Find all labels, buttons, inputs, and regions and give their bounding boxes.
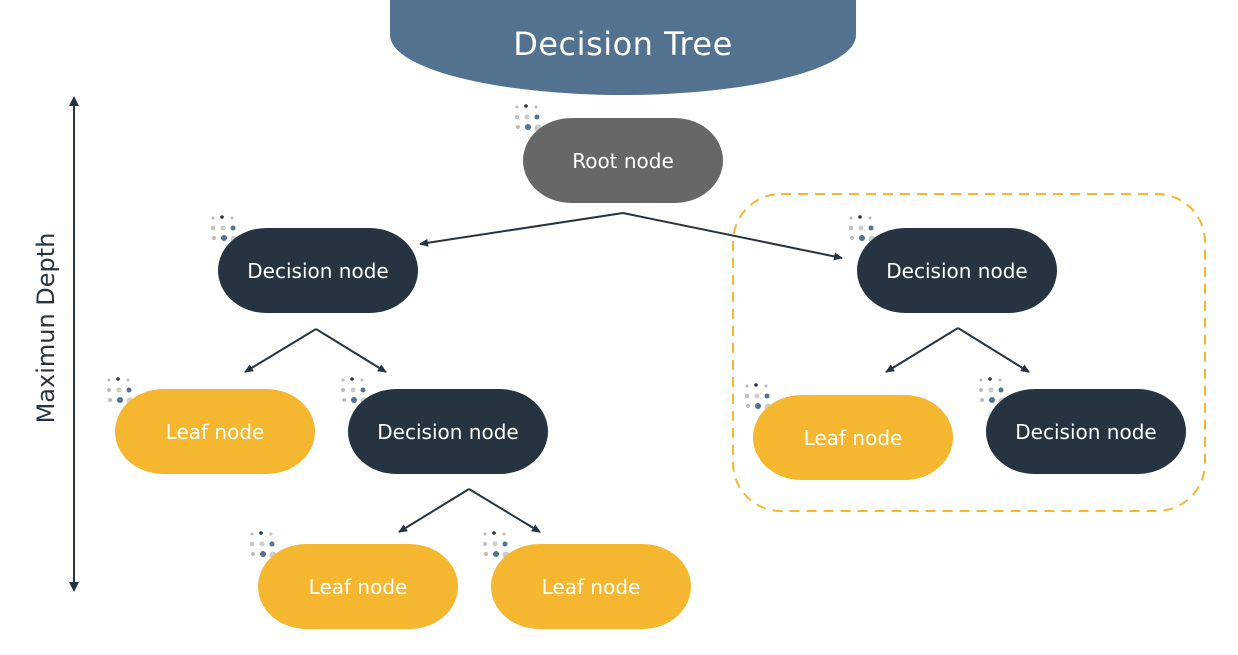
edge-root-to-decision-left bbox=[419, 212, 624, 247]
subtree-highlight-box bbox=[732, 193, 1206, 512]
edge-decision-right-to-leaf bbox=[885, 327, 959, 373]
diagram-title: Decision Tree bbox=[513, 24, 733, 63]
decision-node-left: Decision node bbox=[218, 228, 418, 313]
leaf-node-l2-right: Leaf node bbox=[753, 395, 953, 480]
maximum-depth-label: Maximun Depth bbox=[32, 232, 60, 424]
edge-decision-left-to-leaf bbox=[244, 328, 317, 373]
leaf-node-l2-left: Leaf node bbox=[115, 389, 315, 474]
edge-root-to-decision-right bbox=[622, 212, 843, 261]
edge-decision-left-to-decision bbox=[315, 328, 387, 373]
edge-decision-right-to-decision bbox=[957, 327, 1030, 373]
title-banner: Decision Tree bbox=[390, 0, 856, 95]
decision-node-l2-right: Decision node bbox=[986, 389, 1186, 474]
dots-icon bbox=[515, 104, 542, 132]
root-node: Root node bbox=[523, 118, 723, 203]
edge-decision-mid-to-leaf-right bbox=[468, 488, 541, 533]
edge-decision-mid-to-leaf-left bbox=[398, 488, 470, 533]
decision-node-right: Decision node bbox=[857, 228, 1057, 313]
decision-node-l2-mid: Decision node bbox=[348, 389, 548, 474]
depth-axis-bottom-arrow bbox=[69, 582, 79, 592]
depth-axis-top-arrow bbox=[69, 96, 79, 106]
leaf-node-l3-right: Leaf node bbox=[491, 544, 691, 629]
leaf-node-l3-left: Leaf node bbox=[258, 544, 458, 629]
